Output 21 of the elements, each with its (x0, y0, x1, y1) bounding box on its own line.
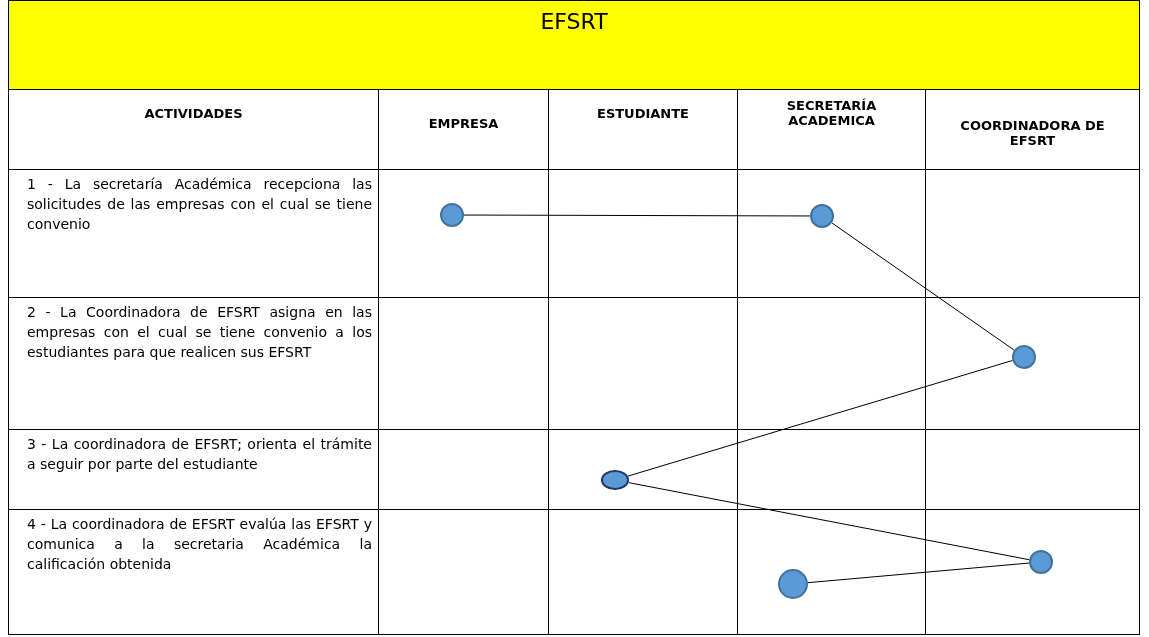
activity-text: 2 - La Coordinadora de EFSRT asigna en las empresas con el cual se tiene convenio a los estudiantes para que realicen sus EFSRT (26, 303, 373, 362)
circle-marker (810, 204, 834, 228)
activity-text: 3 - La coordinadora de EFSRT; orienta el trámite a seguir por parte del estudiante (26, 435, 373, 474)
activity-text: 1 - La secretaría Académica recepciona las solicitudes de las empresas con el cual se tiene convenio (26, 175, 373, 234)
connector-line (463, 214, 811, 217)
circle-marker (601, 470, 629, 490)
activity-text: 4 - La coordinadora de EFSRT evalúa las EFSRT y comunica a la secretaria Académica la calificación obtenida (26, 515, 373, 574)
circle-marker (778, 569, 808, 599)
circle-marker (440, 203, 464, 227)
circle-marker (1029, 550, 1053, 574)
column-header: ACTIVIDADES (143, 105, 244, 121)
connector-line (831, 222, 1015, 351)
column-header: SECRETARÍA ACADEMICA (785, 97, 878, 128)
table-title: EFSRT (540, 9, 608, 34)
connector-line (627, 359, 1013, 477)
column-header: ESTUDIANTE (596, 105, 690, 121)
column-header: COORDINADORA DE EFSRT (959, 117, 1106, 148)
circle-marker (1012, 345, 1036, 369)
connector-line (807, 562, 1030, 584)
column-header: EMPRESA (427, 115, 500, 131)
connector-line (628, 482, 1030, 561)
